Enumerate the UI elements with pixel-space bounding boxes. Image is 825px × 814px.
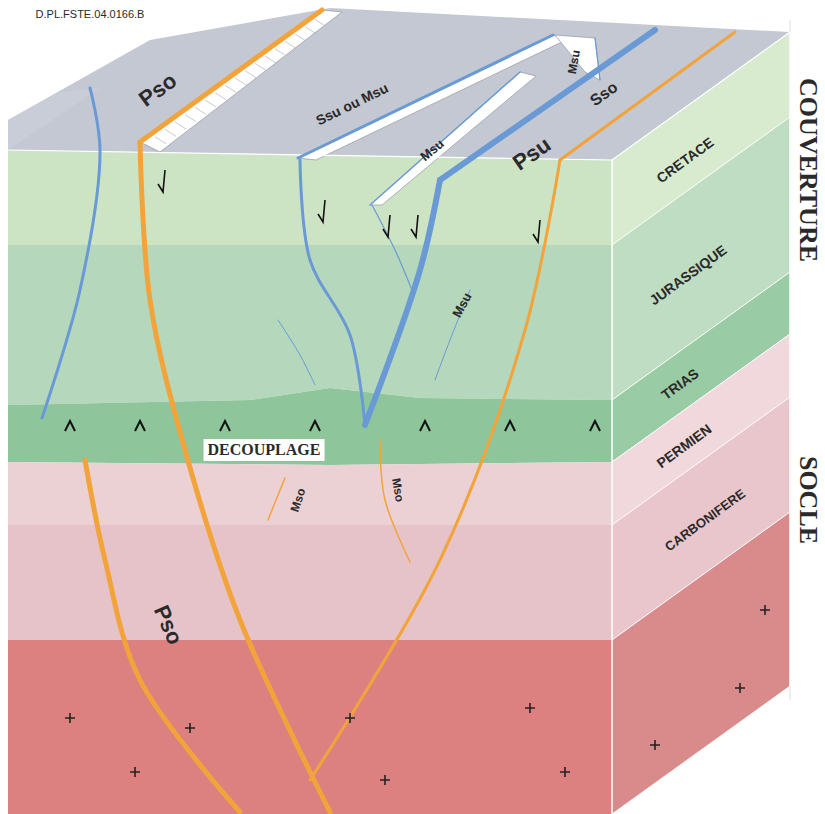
scarp-hatch (185, 115, 196, 122)
scarp-hatch (215, 93, 226, 100)
scarp-hatch (225, 85, 236, 92)
domain-name: COUVERTURE (795, 78, 821, 262)
block-edge (8, 32, 790, 814)
scarp-hatch (245, 71, 256, 78)
granite-symbol (380, 775, 390, 785)
downthrow-arrow (411, 215, 418, 237)
downthrow-arrow (383, 215, 390, 237)
psu-fault (365, 180, 440, 425)
scarp-hatch (295, 34, 306, 41)
scarp-hatch (285, 41, 296, 48)
pso-fault (140, 142, 330, 812)
basement-layer-side (612, 512, 790, 814)
granite-symbol (525, 703, 535, 713)
downthrow-arrow (158, 170, 165, 192)
scarp-hatch (175, 122, 186, 129)
pso-fault (85, 460, 240, 812)
fault-label: Mso (390, 477, 406, 503)
evaporite-symbol (135, 421, 145, 431)
scarp-hatch (265, 56, 276, 63)
evaporite-symbol (220, 421, 230, 431)
decoupling-label: DECOUPLAGE (204, 439, 325, 461)
domain-name: SOCLE (795, 456, 821, 544)
evaporite-symbol (310, 421, 320, 431)
sso-fault (310, 160, 560, 780)
scarp-hatch (145, 144, 156, 151)
granite-symbol (130, 767, 140, 777)
scarp-hatch (195, 107, 206, 114)
side-strip (790, 0, 825, 814)
downthrow-arrow (533, 220, 540, 242)
msu-trace (370, 72, 520, 205)
reference-code: D.PL.FSTE.04.0166.B (36, 9, 145, 20)
mso-fault (268, 478, 285, 520)
ssu-trace (298, 35, 553, 158)
scarp-hatch (315, 19, 326, 26)
evaporite-symbol (590, 421, 600, 431)
evaporite-symbol (505, 421, 515, 431)
permian-layer (8, 462, 612, 525)
mso-fault (380, 440, 410, 562)
granite-symbol (560, 767, 570, 777)
downthrow-arrow (318, 200, 325, 222)
basement-layer (8, 640, 612, 814)
triassic-layer (8, 388, 612, 465)
scarp-hatch (205, 100, 216, 107)
evaporite-symbol (65, 421, 75, 431)
granite-symbol (760, 605, 770, 615)
granite-symbol (345, 713, 355, 723)
ssu-fault (300, 160, 365, 425)
msu-fault (278, 320, 315, 385)
scarp-hatch (165, 129, 176, 136)
jurassic-layer (8, 245, 612, 405)
granite-symbol (735, 683, 745, 693)
granite-symbol (650, 740, 660, 750)
scarp-hatch (235, 78, 246, 85)
scarp-hatch (275, 49, 286, 56)
scarp-hatch (305, 27, 316, 34)
evaporite-symbol (420, 421, 430, 431)
fault-scarp (370, 72, 536, 205)
scarp-hatch (155, 137, 166, 144)
msu-fault (372, 205, 412, 290)
cover-fault (42, 88, 100, 418)
granite-symbol (185, 723, 195, 733)
msu-trace (595, 38, 600, 80)
psu-trace (440, 30, 655, 180)
top-surface (8, 8, 790, 160)
top-surface-block (8, 88, 100, 150)
granite-symbol (65, 713, 75, 723)
scarp-hatch (255, 63, 266, 70)
